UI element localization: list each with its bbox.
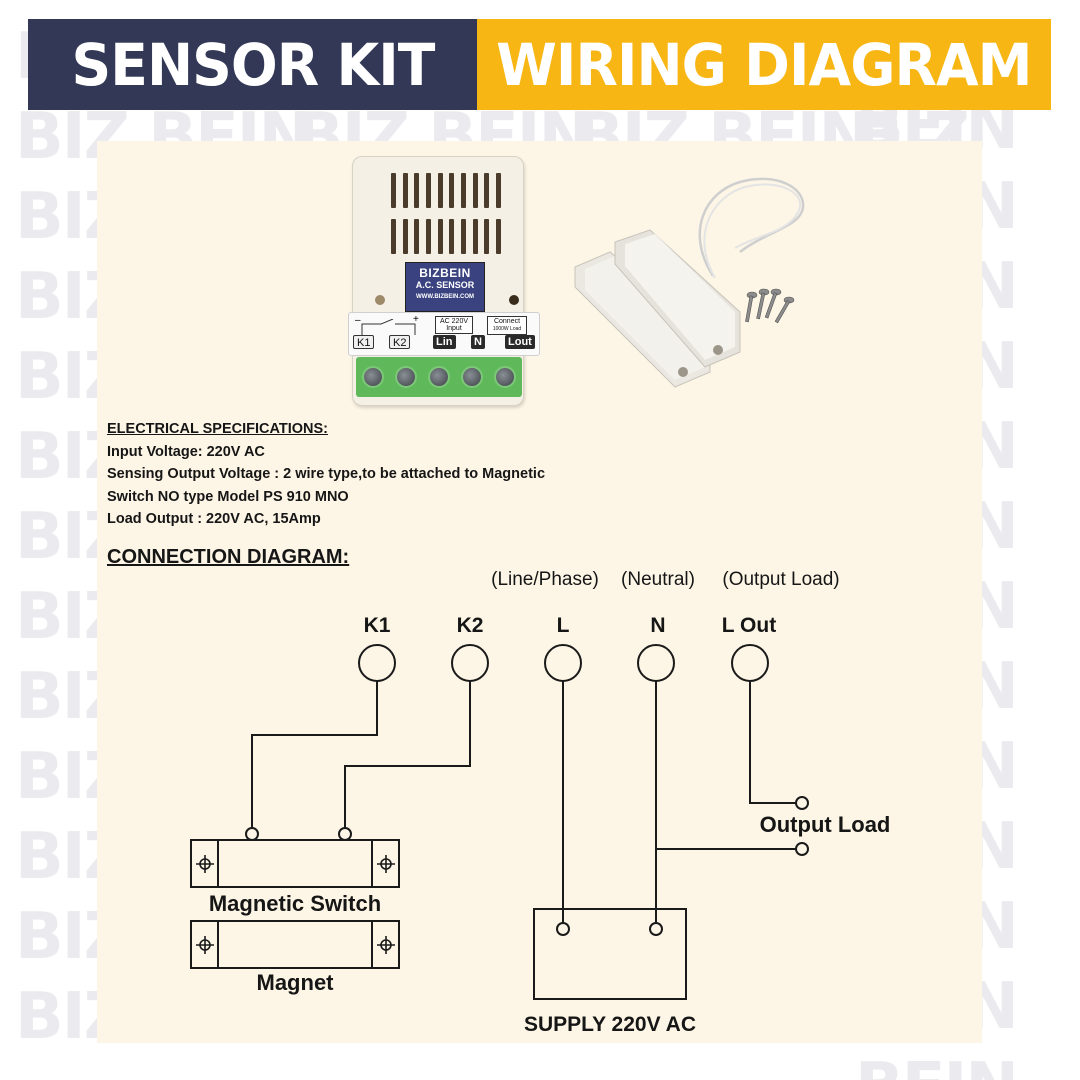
magnetic-switch-photo xyxy=(574,177,805,388)
label-magnetic-switch: Magnetic Switch xyxy=(209,891,381,916)
screw-icon xyxy=(494,366,517,388)
terminal-k2-node xyxy=(451,644,489,682)
screw-icon xyxy=(361,366,384,388)
label-supply: SUPPLY 220V AC xyxy=(524,1013,696,1036)
electrical-specifications: ELECTRICAL SPECIFICATIONS: Input Voltage… xyxy=(107,418,545,531)
terminal-k1: K1 xyxy=(353,335,375,349)
terminal-l-node xyxy=(544,644,582,682)
label-output-load-desc: (Output Load) xyxy=(722,569,839,590)
label-k2: K2 xyxy=(457,614,484,637)
spec-input-voltage: Input Voltage: 220V AC xyxy=(107,443,265,460)
banner-right-title: WIRING DIAGRAM xyxy=(496,30,1032,99)
output-load-terminal-l xyxy=(795,796,809,810)
terminal-label-strip: – + K1 K2 Lin N Lout AC 220V Input Conne… xyxy=(348,312,540,356)
terminal-lout: Lout xyxy=(505,335,535,349)
wire-lout xyxy=(749,681,796,804)
content-panel xyxy=(97,141,982,1043)
spec-sensing-output: Sensing Output Voltage : 2 wire type,to … xyxy=(107,466,546,482)
wire xyxy=(703,183,801,279)
terminal-lin: Lin xyxy=(433,335,456,349)
banner-left: SENSOR KIT xyxy=(28,19,477,110)
switch-contact-k1 xyxy=(245,827,259,841)
mount-hole-left xyxy=(375,295,385,305)
vents-bottom xyxy=(391,219,501,254)
device-brand: BIZBEIN xyxy=(419,266,471,280)
mount-hole xyxy=(678,367,688,377)
wire-k2 xyxy=(344,681,471,828)
device-product-name: A.C. SENSOR xyxy=(415,280,475,290)
device-brand-label: BIZBEIN A.C. SENSOR WWW.BIZBEIN.COM xyxy=(405,262,485,312)
output-load-terminal-n xyxy=(795,842,809,856)
device-url: WWW.BIZBEIN.COM xyxy=(416,294,474,300)
banner-left-title: SENSOR KIT xyxy=(71,30,435,99)
spec-switch-model: Switch NO type Model PS 910 MNO xyxy=(107,488,349,505)
label-magnet: Magnet xyxy=(257,970,335,995)
terminal-k1-node xyxy=(358,644,396,682)
note-ac-input: AC 220V Input xyxy=(435,316,473,334)
note-connect: Connect 1000W Load xyxy=(487,316,527,335)
mount-hole xyxy=(713,345,723,355)
magnet-top xyxy=(585,256,705,380)
screw-icon xyxy=(461,366,484,388)
label-n: N xyxy=(650,614,665,637)
supply-box xyxy=(533,908,687,1000)
switch-contact-k2 xyxy=(338,827,352,841)
specs-heading: ELECTRICAL SPECIFICATIONS: xyxy=(107,421,328,437)
screw-icon xyxy=(427,366,450,388)
label-line-phase: (Line/Phase) xyxy=(491,569,599,590)
label-output-load: Output Load xyxy=(760,812,891,837)
spec-load-output: Load Output : 220V AC, 15Amp xyxy=(107,511,321,527)
terminal-n: N xyxy=(471,335,485,349)
connection-diagram-title: CONNECTION DIAGRAM: xyxy=(107,546,350,568)
terminal-k2: K2 xyxy=(389,335,411,349)
terminal-lout-node xyxy=(731,644,769,682)
label-l-out: L Out xyxy=(722,614,776,637)
screw-icon xyxy=(394,366,417,388)
magnet-symbol xyxy=(190,920,400,969)
label-neutral: (Neutral) xyxy=(621,569,695,590)
screws-icon xyxy=(745,288,795,324)
green-terminal-block xyxy=(356,357,522,397)
note-connect-label: Connect xyxy=(493,318,521,325)
ac-sensor-device-photo: BIZBEIN A.C. SENSOR WWW.BIZBEIN.COM – + … xyxy=(348,152,540,414)
wire-k1 xyxy=(251,681,378,828)
mount-hole-right xyxy=(509,295,519,305)
note-load-label: 1000W Load xyxy=(492,326,522,332)
title-banner: SENSOR KIT WIRING DIAGRAM xyxy=(28,19,1051,110)
banner-right: WIRING DIAGRAM xyxy=(477,19,1051,110)
switch-top xyxy=(625,234,735,360)
switch-plus: + xyxy=(413,314,419,325)
switch-symbol-icon xyxy=(361,319,416,335)
vents-top xyxy=(391,173,501,208)
switch-minus: – xyxy=(355,315,361,326)
magnetic-switch-symbol xyxy=(190,839,400,888)
terminal-n-node xyxy=(637,644,675,682)
label-l: L xyxy=(557,614,570,637)
supply-terminal-l xyxy=(556,922,570,936)
label-k1: K1 xyxy=(364,614,391,637)
supply-terminal-n xyxy=(649,922,663,936)
